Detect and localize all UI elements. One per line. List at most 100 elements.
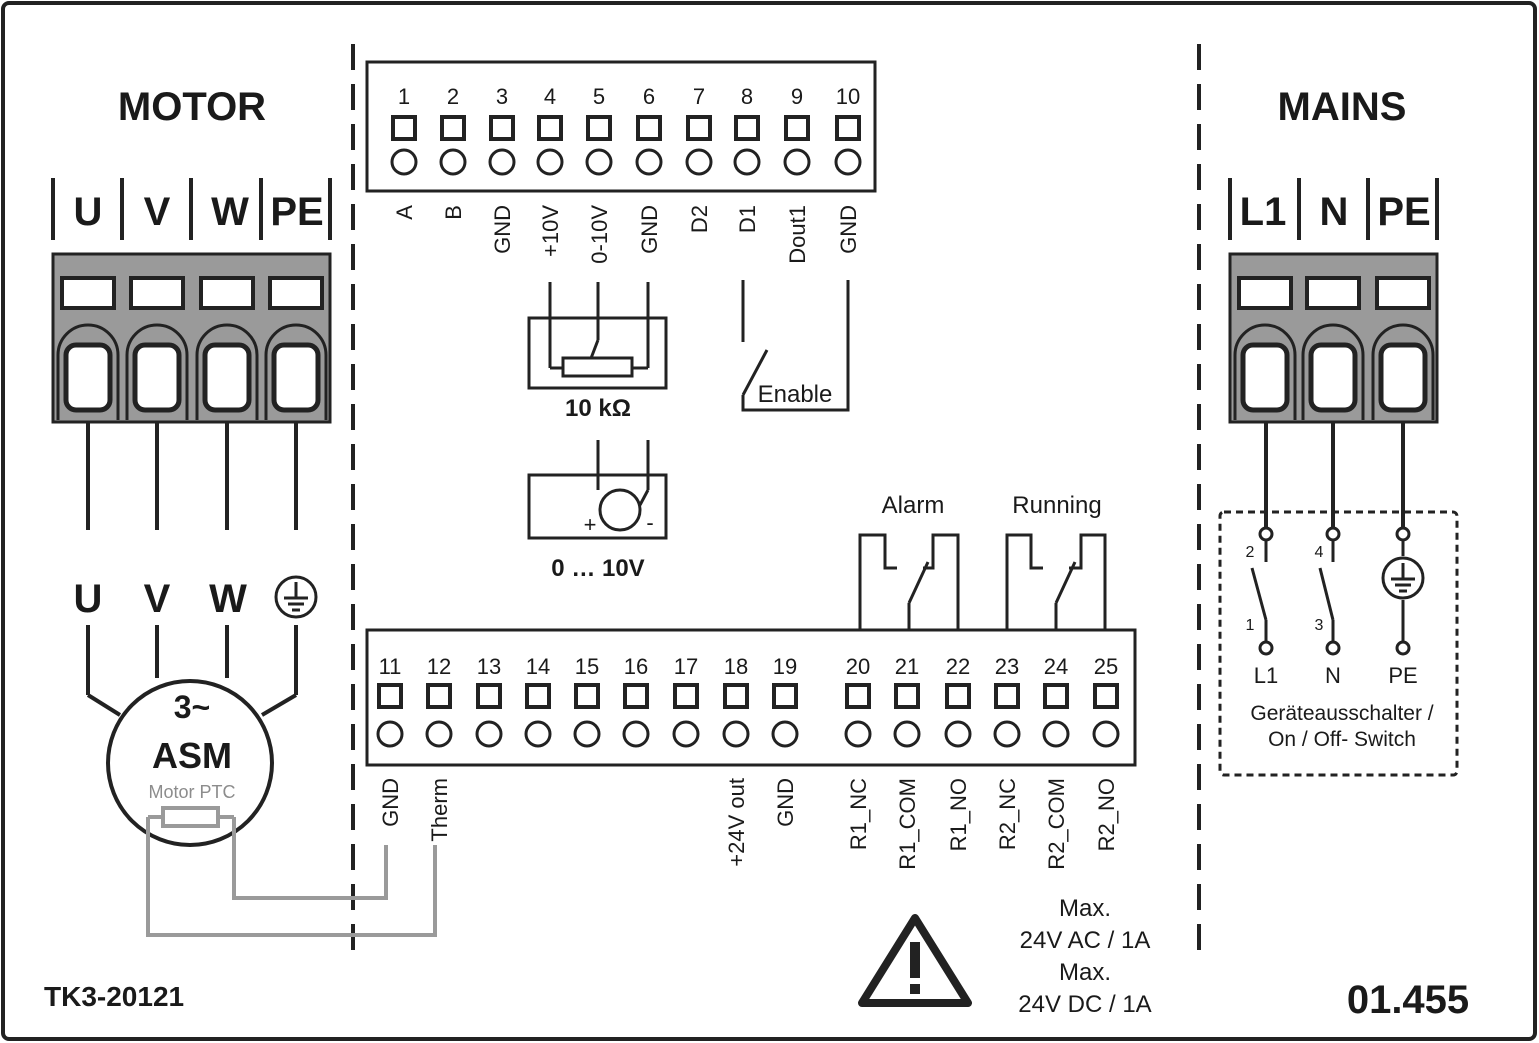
winding-label-u: U: [74, 577, 103, 621]
terminal-number: 4: [544, 84, 556, 109]
terminal-number: 14: [526, 654, 550, 679]
terminal-number: 25: [1094, 654, 1118, 679]
terminal-number: 9: [791, 84, 803, 109]
terminal-number: 11: [379, 654, 402, 679]
relay-alarm-symbol: [858, 533, 960, 630]
terminal-signal-label: R2_NO: [1094, 778, 1119, 851]
terminal-number: 6: [643, 84, 655, 109]
terminal-signal-label: R2_NC: [995, 778, 1020, 850]
terminal-number: 22: [946, 654, 970, 679]
bottom-terminal-17: 17: [672, 654, 700, 748]
terminal-number: 2: [447, 84, 459, 109]
mains-terminal-pe: PE: [1377, 190, 1430, 234]
switch-label-l1: L1: [1254, 663, 1278, 688]
motor-terminal-header: [51, 178, 332, 240]
motor-terminal-v: V: [144, 190, 171, 234]
terminal-signal-label: GND: [490, 205, 515, 254]
terminal-signal-label: D2: [687, 205, 712, 233]
mains-terminal-header: [1228, 178, 1439, 240]
mains-wires: [1264, 422, 1405, 528]
potentiometer-symbol: [527, 282, 668, 390]
top-terminal-5: 50-10V: [585, 84, 613, 264]
voltage-source-label: 0 … 10V: [551, 555, 644, 582]
terminal-signal-label: Therm: [427, 778, 452, 842]
bottom-terminal-14: 14: [524, 654, 552, 748]
model-number: TK3-20121: [44, 981, 184, 1012]
motor-clamp-4: [264, 276, 328, 420]
mains-title: MAINS: [1278, 85, 1407, 129]
rating-line-1: Max.: [1059, 895, 1111, 922]
terminal-signal-label: GND: [773, 778, 798, 827]
motor-clamp-2: [125, 276, 189, 420]
rating-line-3: Max.: [1059, 959, 1111, 986]
motor-terminal-block: [51, 252, 332, 424]
voltage-source-minus: -: [646, 510, 653, 535]
mains-clamp-2: [1301, 276, 1365, 420]
top-terminal-2: 2B: [439, 84, 467, 220]
terminal-signal-label: R1_COM: [895, 778, 920, 870]
winding-label-w: W: [209, 577, 247, 621]
bottom-terminal-15: 15: [573, 654, 601, 748]
terminal-signal-label: 0-10V: [587, 205, 612, 264]
terminal-signal-label: +10V: [538, 205, 563, 257]
warning-icon: [858, 914, 972, 1007]
motor-ptc-label: Motor PTC: [148, 782, 235, 802]
relay-alarm-label: Alarm: [882, 492, 945, 519]
mains-clamp-1: [1233, 276, 1297, 420]
terminal-signal-label: R2_COM: [1044, 778, 1069, 870]
terminal-number: 20: [846, 654, 870, 679]
bottom-terminal-18: 18+24V out: [722, 654, 750, 867]
terminal-number: 10: [836, 84, 860, 109]
terminal-signal-label: Dout1: [785, 205, 810, 264]
terminal-signal-label: GND: [378, 778, 403, 827]
ptc-resistor: [146, 806, 437, 937]
motor-title: MOTOR: [118, 85, 266, 129]
on-off-switch-symbol: [1250, 526, 1411, 656]
terminal-number: 19: [773, 654, 797, 679]
winding-label-v: V: [144, 577, 171, 621]
switch-contact-3: 3: [1315, 617, 1324, 634]
switch-label-pe: PE: [1388, 663, 1417, 688]
relay-running-symbol: [1005, 533, 1107, 630]
bottom-terminal-16: 16: [622, 654, 650, 748]
mains-terminal-l1: L1: [1240, 190, 1287, 234]
terminal-signal-label: GND: [836, 205, 861, 254]
terminal-number: 8: [741, 84, 753, 109]
voltage-source-plus: +: [584, 512, 597, 537]
terminal-signal-label: R1_NC: [846, 778, 871, 850]
terminal-number: 13: [477, 654, 501, 679]
switch-caption-1: Geräteausschalter /: [1250, 702, 1433, 725]
terminal-number: 1: [398, 84, 410, 109]
motor-earth-icon: [274, 575, 318, 619]
terminal-number: 23: [995, 654, 1019, 679]
terminal-signal-label: D1: [735, 205, 760, 233]
terminal-number: 16: [624, 654, 648, 679]
motor-terminal-u: U: [74, 190, 103, 234]
terminal-signal-label: +24V out: [724, 778, 749, 867]
terminal-number: 3: [496, 84, 508, 109]
motor-wires: [86, 422, 298, 717]
terminal-signal-label: GND: [637, 205, 662, 254]
motor-clamp-3: [195, 276, 259, 420]
rating-line-4: 24V DC / 1A: [1018, 991, 1151, 1018]
terminal-signal-label: R1_NO: [946, 778, 971, 851]
top-terminal-4: 4 +10V: [536, 84, 564, 257]
motor-terminal-pe: PE: [270, 190, 323, 234]
voltage-source-symbol: [527, 440, 668, 540]
relay-running-label: Running: [1012, 492, 1101, 519]
potentiometer-label: 10 kΩ: [565, 395, 631, 422]
motor-symbol: [106, 679, 274, 847]
terminal-number: 15: [575, 654, 599, 679]
terminal-signal-label: A: [392, 205, 417, 220]
enable-switch-label: Enable: [758, 381, 833, 408]
